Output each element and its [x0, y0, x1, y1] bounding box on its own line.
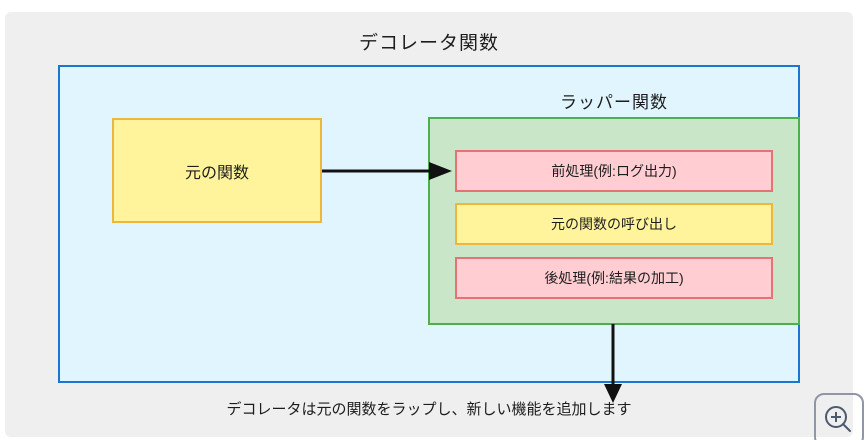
wrapper-function-box: 前処理(例:ログ出力) 元の関数の呼び出し 後処理(例:結果の加工) [428, 117, 800, 325]
step-preprocess-label: 前処理(例:ログ出力) [551, 163, 677, 179]
step-preprocess-box: 前処理(例:ログ出力) [455, 150, 773, 192]
zoom-in-button[interactable] [814, 393, 864, 440]
wrapper-function-label: ラッパー関数 [560, 93, 668, 112]
original-function-label: 元の関数 [184, 164, 249, 182]
step-postprocess-label: 後処理(例:結果の加工) [544, 270, 684, 286]
diagram-caption: デコレータは元の関数をラップし、新しい機能を追加します [226, 401, 632, 418]
step-postprocess-box: 後処理(例:結果の加工) [455, 257, 773, 299]
diagram-title: デコレータ関数 [358, 33, 499, 54]
original-function-box: 元の関数 [112, 118, 322, 223]
step-call-original-label: 元の関数の呼び出し [551, 216, 677, 232]
step-call-original-box: 元の関数の呼び出し [455, 203, 773, 245]
zoom-in-icon [825, 406, 851, 432]
